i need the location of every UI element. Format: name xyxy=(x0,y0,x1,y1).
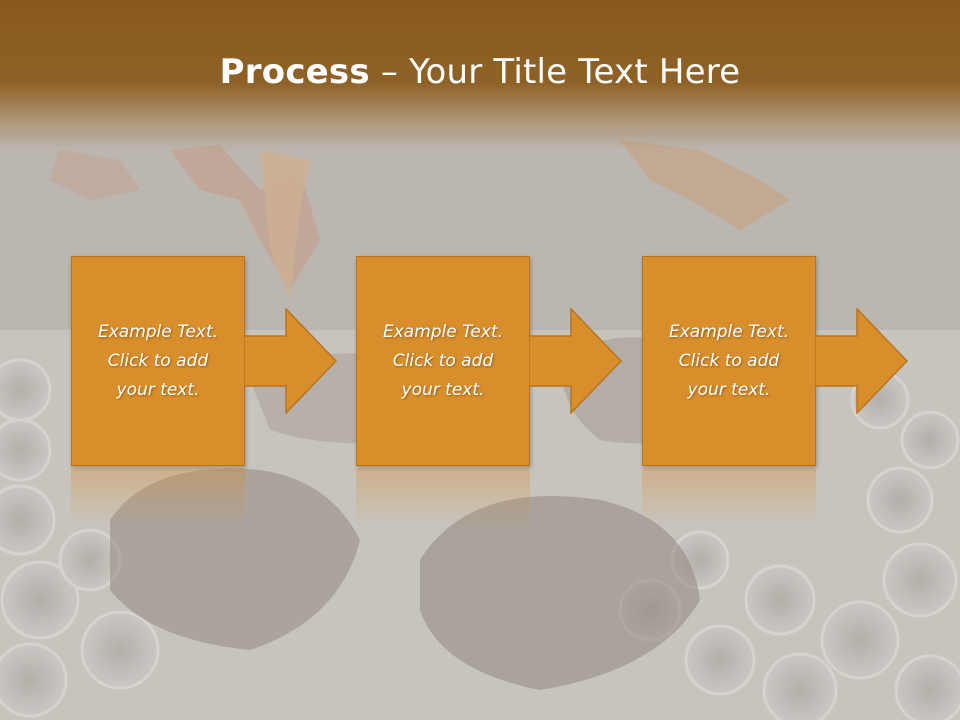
title-bold: Process xyxy=(219,52,370,92)
step-3-text[interactable]: Example Text. Click to add your text. xyxy=(668,321,790,400)
process-step-2[interactable]: Example Text. Click to add your text. xyxy=(356,256,530,466)
step-3-arrow-icon xyxy=(815,308,909,414)
process-step-1[interactable]: Example Text. Click to add your text. xyxy=(71,256,245,466)
title-band xyxy=(0,0,960,150)
title-rest: Your Title Text Here xyxy=(409,52,741,92)
step-1-arrow-icon xyxy=(244,308,338,414)
step-2-arrow-icon xyxy=(529,308,623,414)
step-2-text[interactable]: Example Text. Click to add your text. xyxy=(382,321,504,400)
step-1-text[interactable]: Example Text. Click to add your text. xyxy=(97,321,219,400)
step-3-reflection xyxy=(642,468,816,528)
title-separator: – xyxy=(369,52,410,92)
slide-title[interactable]: Process – Your Title Text Here xyxy=(0,52,960,92)
step-2-reflection xyxy=(356,468,530,528)
process-step-3[interactable]: Example Text. Click to add your text. xyxy=(642,256,816,466)
step-1-reflection xyxy=(71,468,245,528)
